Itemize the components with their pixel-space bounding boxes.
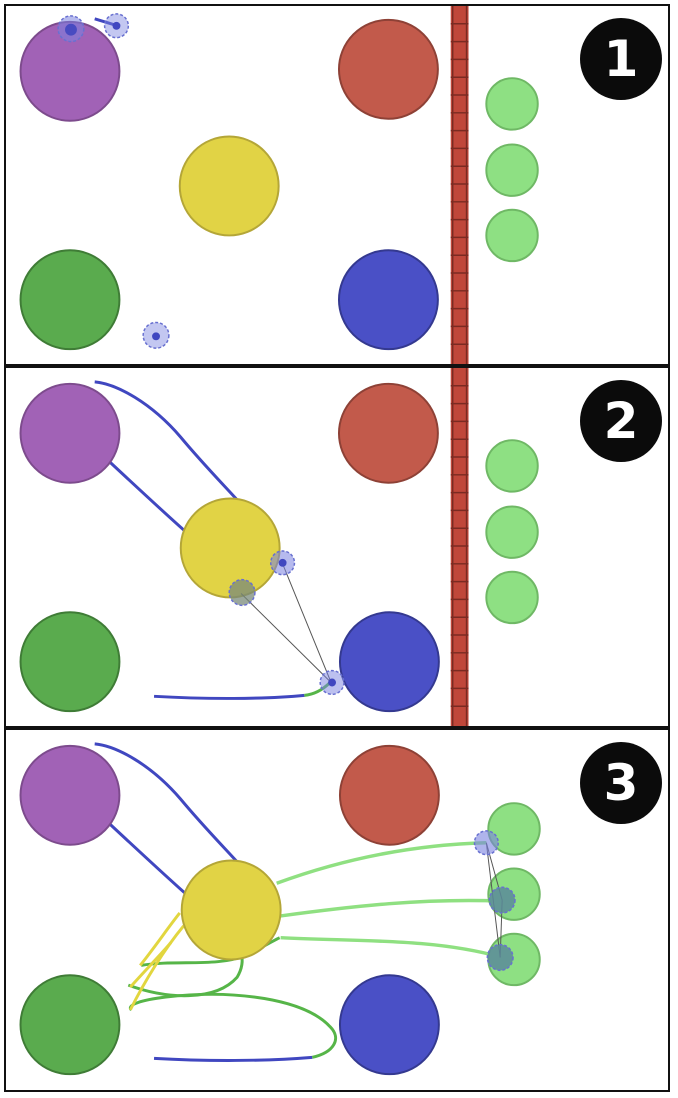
yellow-circle [180,859,282,961]
light-green-trail-1 [276,841,487,885]
small-green-circle-1 [485,439,539,493]
scene-3 [19,742,541,1076]
blue-trail-1 [94,742,245,870]
blue-circle [337,249,439,351]
agent-1 [57,15,85,43]
brick-wall [450,368,469,726]
yellow-trail-2 [139,912,181,967]
red-circle [338,744,440,846]
small-green-circle-3 [485,208,539,263]
blue-trail-2 [105,819,192,900]
agent-3 [142,321,170,349]
blue-trail-3 [153,1055,313,1062]
connection-line-2 [282,563,332,683]
panel-number-badge: 2 [580,380,662,462]
light-green-trail-2 [280,898,503,918]
green-circle [19,974,121,1076]
blue-circle [338,974,440,1076]
blue-trail-3 [153,693,305,700]
agent-3 [486,943,514,972]
agent-3 [319,669,345,696]
purple-circle [19,744,121,846]
yellow-trail-1 [128,924,185,1011]
small-green-circle-2 [485,143,539,197]
agent-1 [228,578,256,607]
blue-circle [338,611,440,713]
small-green-circle-1 [487,802,541,856]
agent-2 [269,550,296,576]
green-trail-long [128,992,337,1059]
green-circle [19,611,121,713]
purple-circle [19,382,121,484]
agent-2 [94,13,130,39]
yellow-trail-3 [129,941,172,989]
small-green-circle-1 [485,77,539,131]
light-green-trail-3 [280,935,503,960]
red-circle [337,18,439,120]
connection-line-1 [240,593,332,683]
panel-3: 3 [4,728,670,1092]
red-circle [337,382,439,484]
scene-1 [19,6,539,364]
agent-2 [488,886,516,914]
panel-2: 2 [4,366,670,728]
green-trail-loop-1 [127,952,244,998]
green-circle [19,249,121,351]
panel-number-badge: 3 [580,742,662,824]
panel-1: 1 [4,4,670,366]
yellow-circle [178,135,280,237]
scene-2 [19,368,539,726]
blue-trail-2 [105,457,192,538]
panel-number-badge: 1 [580,18,662,100]
yellow-circle [179,497,281,599]
blue-trail-1 [94,380,245,508]
small-green-circle-3 [485,570,539,625]
brick-wall [450,6,469,364]
small-green-circle-2 [485,505,539,559]
agent-1 [473,830,499,856]
